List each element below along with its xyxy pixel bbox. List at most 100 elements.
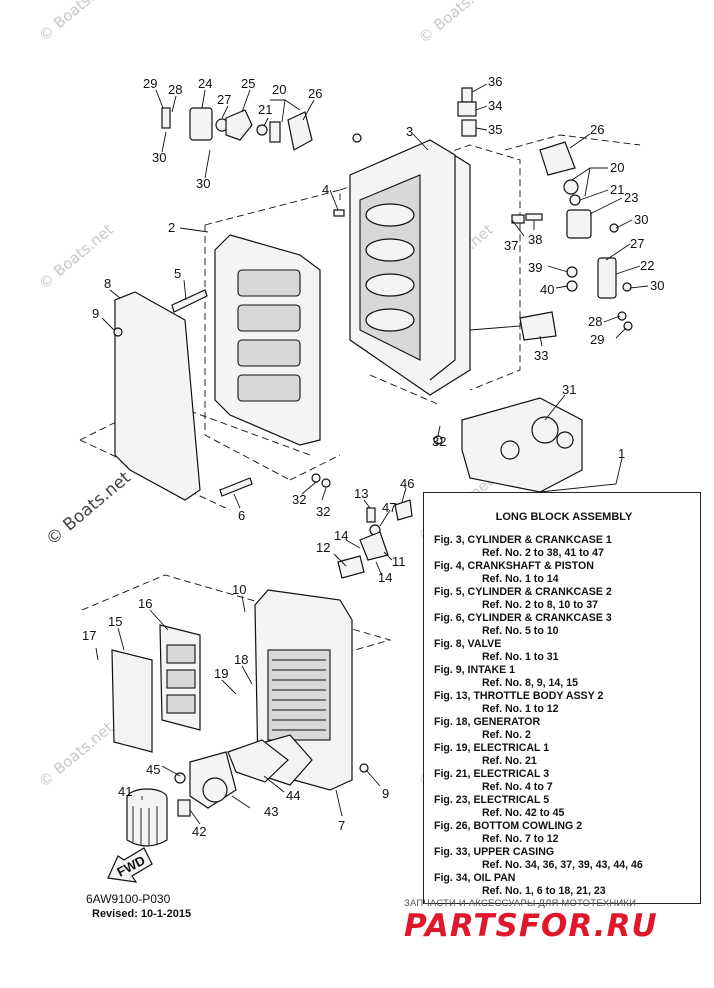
legend-fig: Fig. 6, CYLINDER & CRANKCASE 3 bbox=[434, 612, 612, 624]
legend-fig: Fig. 26, BOTTOM COWLING 2 bbox=[434, 820, 583, 832]
legend-fig: Fig. 3, CYLINDER & CRANKCASE 1 bbox=[434, 534, 612, 546]
watermark-top-left: © Boats.net bbox=[35, 0, 117, 45]
callout-11: 11 bbox=[392, 554, 406, 569]
legend-title: LONG BLOCK ASSEMBLY bbox=[495, 511, 633, 523]
callout-37: 37 bbox=[504, 238, 518, 253]
cylinder-bores bbox=[365, 203, 415, 332]
callout-14: 14 bbox=[378, 570, 392, 585]
legend-ref: Ref. No. 7 to 12 bbox=[482, 833, 559, 845]
oil-filter bbox=[126, 788, 168, 847]
callout-18: 18 bbox=[234, 652, 248, 667]
callout-19: 19 bbox=[214, 666, 228, 681]
legend-fig: Fig. 8, VALVE bbox=[434, 638, 502, 650]
callout-34: 34 bbox=[488, 98, 502, 113]
sensor-parts bbox=[337, 499, 413, 579]
legend-fig: Fig. 4, CRANKSHAFT & PISTON bbox=[434, 560, 594, 572]
legend-ref: Ref. No. 1 to 31 bbox=[482, 651, 559, 663]
legend-ref: Ref. No. 2 bbox=[482, 729, 531, 741]
callout-15: 15 bbox=[108, 614, 122, 629]
watermark-low-left: © Boats.net bbox=[35, 718, 117, 791]
callout-21: 21 bbox=[610, 182, 624, 197]
callout-27: 27 bbox=[630, 236, 644, 251]
callout-9: 9 bbox=[92, 306, 99, 321]
legend-ref: Ref. No. 42 to 45 bbox=[482, 807, 565, 819]
fwd-arrow: FWD bbox=[107, 847, 153, 883]
callout-23: 23 bbox=[624, 190, 638, 205]
legend-fig: Fig. 21, ELECTRICAL 3 bbox=[434, 768, 550, 780]
callout-44: 44 bbox=[286, 788, 300, 803]
legend-ref: Ref. No. 21 bbox=[482, 755, 537, 767]
legend-ref: Ref. No. 34, 36, 37, 39, 43, 44, 46 bbox=[482, 859, 643, 871]
legend-entries: Fig. 3, CYLINDER & CRANKCASE 1 Ref. No. … bbox=[434, 534, 694, 898]
callout-9: 9 bbox=[382, 786, 389, 801]
legend-ref: Ref. No. 2 to 38, 41 to 47 bbox=[482, 547, 604, 559]
cylinder-head bbox=[214, 234, 321, 446]
callout-30: 30 bbox=[152, 150, 166, 165]
callout-2: 2 bbox=[168, 220, 175, 235]
callout-43: 43 bbox=[264, 804, 278, 819]
callout-38: 38 bbox=[528, 232, 542, 247]
legend-fig: Fig. 34, OIL PAN bbox=[434, 872, 516, 884]
callout-3: 3 bbox=[406, 124, 413, 139]
callout-20: 20 bbox=[272, 82, 286, 97]
leader-lines bbox=[95, 83, 649, 825]
callout-1: 1 bbox=[618, 446, 625, 461]
callout-8: 8 bbox=[104, 276, 111, 291]
callout-21: 21 bbox=[258, 102, 272, 117]
legend-ref: Ref. No. 5 to 10 bbox=[482, 625, 559, 637]
legend-ref: Ref. No. 4 to 7 bbox=[482, 781, 553, 793]
callout-22: 22 bbox=[640, 258, 654, 273]
right-fittings bbox=[511, 141, 633, 341]
callout-29: 29 bbox=[143, 76, 157, 91]
legend-fig: Fig. 19, ELECTRICAL 1 bbox=[434, 742, 550, 754]
callout-33: 33 bbox=[534, 348, 548, 363]
watermark-top-right: © Boats.net bbox=[415, 0, 497, 47]
side-plates bbox=[111, 624, 201, 753]
brand-tagline: ЗАПЧАСТИ И АКСЕССУАРЫ ДЛЯ МОТОТЕХНИКИ bbox=[404, 898, 637, 909]
top-fittings bbox=[161, 87, 477, 151]
callout-39: 39 bbox=[528, 260, 542, 275]
callout-6: 6 bbox=[238, 508, 245, 523]
callout-47: 47 bbox=[382, 500, 396, 515]
callout-10: 10 bbox=[232, 582, 246, 597]
callout-24: 24 bbox=[198, 76, 212, 91]
gasket-44 bbox=[227, 739, 289, 783]
legend-fig: Fig. 33, UPPER CASING bbox=[434, 846, 555, 858]
legend-ref: Ref. No. 8, 9, 14, 15 bbox=[482, 677, 578, 689]
callout-13: 13 bbox=[354, 486, 368, 501]
gasket-31 bbox=[461, 397, 583, 493]
brand-logo: PARTSFOR.RU bbox=[404, 908, 658, 944]
bolts bbox=[113, 209, 443, 773]
legend-fig: Fig. 9, INTAKE 1 bbox=[434, 664, 516, 676]
callout-30: 30 bbox=[634, 212, 648, 227]
legend-ref: Ref. No. 2 to 8, 10 to 37 bbox=[482, 599, 598, 611]
callout-7: 7 bbox=[338, 818, 345, 833]
callout-12: 12 bbox=[316, 540, 330, 555]
legend-box: LONG BLOCK ASSEMBLY Fig. 3, CYLINDER & C… bbox=[423, 492, 701, 904]
callout-25: 25 bbox=[241, 76, 255, 91]
legend-ref: Ref. No. 1, 6 to 18, 21, 23 bbox=[482, 885, 606, 897]
legend-ref: Ref. No. 1 to 14 bbox=[482, 573, 559, 585]
cylinder-block bbox=[349, 139, 471, 396]
callout-28: 28 bbox=[588, 314, 602, 329]
diagram-code: 6AW9100-P030 bbox=[86, 892, 171, 906]
callout-35: 35 bbox=[488, 122, 502, 137]
gasket-8 bbox=[114, 291, 201, 501]
revision-date: Revised: 10-1-2015 bbox=[92, 908, 192, 920]
callout-32: 32 bbox=[292, 492, 306, 507]
callout-17: 17 bbox=[82, 628, 96, 643]
callout-14: 14 bbox=[334, 528, 348, 543]
callout-30: 30 bbox=[196, 176, 210, 191]
cooling-fins bbox=[272, 659, 326, 731]
callout-29: 29 bbox=[590, 332, 604, 347]
callout-40: 40 bbox=[540, 282, 554, 297]
callout-30: 30 bbox=[650, 278, 664, 293]
callout-41: 41 bbox=[118, 784, 132, 799]
callout-28: 28 bbox=[168, 82, 182, 97]
callout-45: 45 bbox=[146, 762, 160, 777]
legend-fig: Fig. 23, ELECTRICAL 5 bbox=[434, 794, 550, 806]
callout-42: 42 bbox=[192, 824, 206, 839]
callout-36: 36 bbox=[488, 74, 502, 89]
callout-26: 26 bbox=[308, 86, 322, 101]
callout-32: 32 bbox=[432, 434, 446, 449]
